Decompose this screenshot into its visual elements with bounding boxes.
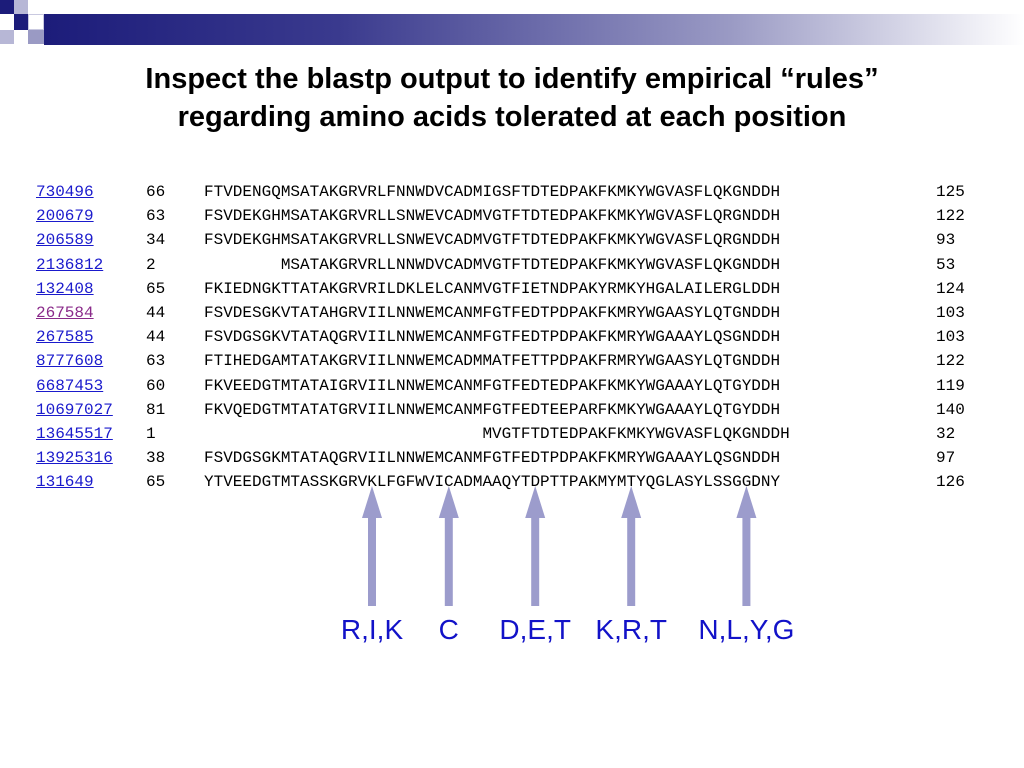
start-position: 66 (146, 183, 166, 201)
end-position: 124 (936, 279, 965, 298)
up-arrow-icon (736, 486, 757, 606)
accession-link[interactable]: 8777608 (36, 352, 104, 371)
end-position: 119 (936, 376, 965, 395)
sequence-text: FSVDGSGKMTATAQGRVIILNNWEMCANMFGTFEDTPDPA… (204, 449, 781, 468)
start-position: 65 (146, 279, 166, 298)
sequence-text: MSATAKGRVRLLNNWDVCADMVGTFTDTEDPAKFKMKYWG… (204, 255, 781, 274)
end-position: 93 (936, 231, 956, 250)
arrow-shaft (531, 512, 540, 606)
arrow-shaft (627, 512, 636, 606)
header-square (0, 0, 14, 14)
arrow-head (362, 486, 382, 518)
start-position: 2 (146, 255, 156, 274)
sequence-text: FTVDENGQMSATAKGRVRLFNNWDVCADMIGSFTDTEDPA… (204, 183, 781, 201)
up-arrow-icon (525, 486, 546, 606)
start-position: 44 (146, 328, 166, 347)
sequence-text: FSVDGSGKVTATAQGRVIILNNWEMCANMFGTFEDTPDPA… (204, 328, 781, 347)
accession-link[interactable]: 267584 (36, 303, 94, 322)
end-position: 122 (936, 352, 965, 371)
sequence-text: MVGTFTDTEDPAKFKMKYWGVASFLQKGNDDH (204, 424, 790, 443)
slide-title-line-2: regarding amino acids tolerated at each … (177, 101, 847, 133)
up-arrow-icon (621, 486, 642, 606)
start-position: 65 (146, 473, 166, 492)
header-square (0, 30, 14, 44)
arrow-head (525, 486, 546, 518)
sequence-text: FSVDEKGHMSATAKGRVRLLSNWEVCADMVGTFTDTEDPA… (204, 231, 781, 250)
arrow-shaft (368, 512, 376, 606)
end-position: 103 (936, 303, 965, 322)
end-position: 32 (936, 424, 956, 443)
header-square (28, 14, 44, 30)
end-position: 103 (936, 328, 965, 347)
sequence-text: FSVDESGKVTATAHGRVIILNNWEMCANMFGTFEDTPDPA… (204, 303, 781, 322)
accession-link[interactable]: 10697027 (36, 400, 113, 419)
accession-link[interactable]: 6687453 (36, 376, 104, 395)
accession-link[interactable]: 132408 (36, 279, 94, 298)
up-arrow-icon (438, 486, 459, 606)
arrow-head (736, 486, 757, 518)
start-position: 1 (146, 424, 156, 443)
end-position: 97 (936, 449, 956, 468)
end-position: 53 (936, 255, 956, 274)
accession-link[interactable]: 206589 (36, 231, 94, 250)
sequence-text: FKVQEDGTMTATATGRVIILNNWEMCANMFGTFEDTEEPA… (204, 400, 781, 419)
header-gradient-bar (44, 14, 1024, 45)
arrow-shaft (742, 512, 751, 606)
arrow-shaft (444, 512, 453, 606)
start-position: 63 (146, 207, 166, 226)
sequence-text: FTIHEDGAMTATAKGRVIILNNWEMCADMMATFETTPDPA… (204, 352, 781, 371)
up-arrow-icon (362, 486, 382, 606)
sequence-text: YTVEEDGTMTASSKGRVKLFGFWVICADMAAQYTDPTTPA… (204, 473, 781, 492)
start-position: 34 (146, 231, 166, 250)
accession-link[interactable]: 13925316 (36, 449, 113, 468)
accession-link[interactable]: 131649 (36, 473, 94, 492)
sequence-text: FKVEEDGTMTATAIGRVIILNNWEMCANMFGTFEDTEDPA… (204, 376, 781, 395)
header-square (14, 0, 28, 14)
residue-annotation-label: D,E,T (499, 614, 571, 645)
accession-link[interactable]: 13645517 (36, 424, 113, 443)
start-position: 38 (146, 449, 166, 468)
arrow-head (438, 486, 459, 518)
arrow-head (621, 486, 642, 518)
residue-annotation-label: R,I,K (340, 614, 404, 645)
residue-annotation-label: K,R,T (595, 614, 667, 645)
header-square (14, 14, 28, 30)
sequence-text: FSVDEKGHMSATAKGRVRLLSNWEVCADMVGTFTDTEDPA… (204, 207, 781, 226)
end-position: 126 (936, 473, 965, 492)
sequence-text: FKIEDNGKTTATAKGRVRILDKLELCANMVGTFIETNDPA… (204, 279, 781, 298)
residue-annotation-label: N,L,Y,G (698, 614, 795, 645)
accession-link[interactable]: 200679 (36, 207, 94, 226)
end-position: 122 (936, 207, 965, 226)
slide-title-line-1: Inspect the blastp output to identify em… (145, 63, 879, 95)
start-position: 81 (146, 400, 166, 419)
header-square (28, 30, 44, 44)
end-position: 140 (936, 400, 965, 419)
start-position: 63 (146, 352, 166, 371)
slide-title: Inspect the blastp output to identify em… (0, 60, 1024, 136)
end-position: 125 (936, 183, 965, 201)
start-position: 60 (146, 376, 166, 395)
residue-annotation-label: C (438, 614, 459, 645)
accession-link[interactable]: 2136812 (36, 255, 104, 274)
start-position: 44 (146, 303, 166, 322)
accession-link[interactable]: 267585 (36, 328, 94, 347)
accession-link[interactable]: 730496 (36, 183, 94, 201)
